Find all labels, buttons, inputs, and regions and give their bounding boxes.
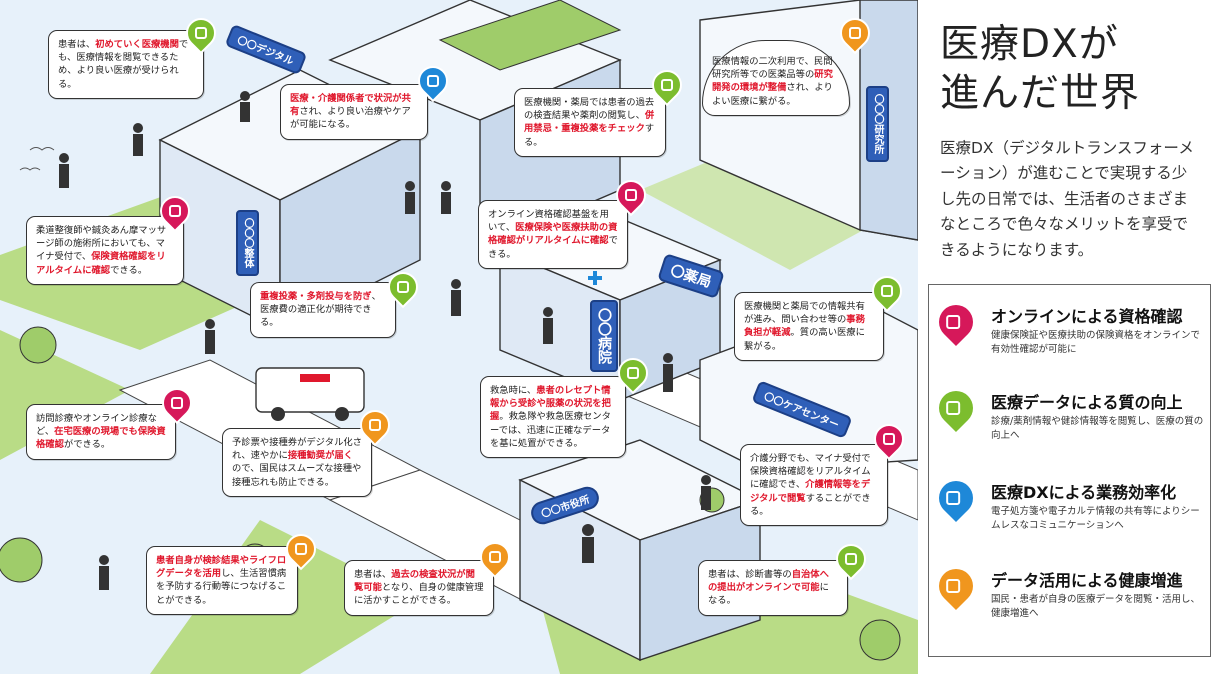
info-bubble-first-visit: 患者は、初めていく医療機関でも、医療情報を閲覧できるため、より良い医療が受けられ… [48, 30, 204, 99]
legend-title: 医療データによる質の向上 [991, 393, 1183, 412]
info-bubble-care-sharing: 医療・介護関係者で状況が共有され、より良い治療やケアが可能になる。 [280, 84, 428, 140]
legend-desc: 国民・患者が自身の医療データを閲覧・活用し、健康増進へ [991, 594, 1201, 619]
network-document-icon [931, 473, 981, 523]
title-line-1: 医療DXが [940, 22, 1119, 67]
legend-title: オンラインによる資格確認 [991, 307, 1183, 326]
legend-desc: 診療/薬剤情報や健診情報等を閲覧し、医療の質の向上へ [991, 416, 1204, 441]
info-bubble-research: 医療情報の二次利用で、民間研究所等での医薬品等の研究開発の環境が整備され、よりよ… [702, 40, 850, 116]
info-bubble-home-care: 訪問診療やオンライン診療など、在宅医療の現場でも保険資格確認ができる。 [26, 404, 176, 460]
health-data-icon [931, 561, 981, 611]
page-title: 医療DXが 進んだ世界 [940, 20, 1140, 118]
info-bubble-test-history: 患者は、過去の検査状況が閲覧可能となり、自身の健康管理に活かすことができる。 [344, 560, 494, 616]
info-bubble-lifelog: 患者自身が検診結果やライフログデータを活用し、生活習慣病を予防する行動等につなげ… [146, 546, 298, 615]
page-description: 医療DX（デジタルトランスフォーメーション）が進むことで実現する少し先の日常では… [940, 139, 1194, 259]
info-bubble-drug-check: 医療機関・薬局では患者の過去の検査結果や薬剤の閲覧し、併用禁忌・重複投薬をチェッ… [514, 88, 666, 157]
info-bubble-judo-clinic: 柔道整復師や鍼灸あん摩マッサージ師の施術所においても、マイナ受付で、保険資格確認… [26, 216, 184, 285]
legend-box: オンラインによる資格確認 健康保険証や医療扶助の保険資格をオンラインで有効性確認… [928, 284, 1211, 657]
legend-title: 医療DXによる業務効率化 [991, 483, 1177, 502]
info-bubble-emergency: 救急時に、患者のレセプト情報から受診や服薬の状況を把握。救急隊や救急医療センター… [480, 376, 626, 458]
info-bubble-vaccination: 予診票や接種券がデジタル化され、速やかに接種勧奨が届くので、国民はスムーズな接種… [222, 428, 372, 497]
id-card-icon [931, 297, 981, 347]
sign-research: 〇〇〇研究所 [866, 86, 889, 162]
legend-title: データ活用による健康増進 [991, 571, 1183, 590]
info-bubble-nursing-care: 介護分野でも、マイナ受付で保険資格確認をリアルタイムに確認でき、介護情報等をデジ… [740, 444, 888, 526]
info-bubble-pharmacy-sharing: 医療機関と薬局での情報共有が進み、問い合わせ等の事務負担が軽減。質の高い医療に繋… [734, 292, 884, 361]
info-bubble-duplicate-medication: 重複投薬・多剤投与を防ぎ、医療費の適正化が期待できる。 [250, 282, 396, 338]
sign-hospital: 〇〇病院 [590, 300, 618, 372]
document-person-icon [931, 383, 981, 433]
legend-desc: 健康保険証や医療扶助の保険資格をオンラインで有効性確認が可能に [991, 330, 1201, 355]
title-line-2: 進んだ世界 [940, 71, 1141, 117]
sign-seikotsu: 〇〇〇整体 [236, 210, 259, 276]
city-illustration: 〇〇デジタル 〇〇〇整体 〇薬局 〇〇病院 〇〇ケアセンター 〇〇市役所 〇〇〇… [0, 0, 918, 674]
info-bubble-online-verification: オンライン資格確認基盤を用いて、医療保険や医療扶助の資格確認がリアルタイムに確認… [478, 200, 628, 269]
legend-desc: 電子処方箋や電子カルテ情報の共有等によりシームレスなコミュニケーションへ [991, 506, 1200, 531]
info-bubble-municipal-submission: 患者は、診断書等の自治体への提出がオンラインで可能になる。 [698, 560, 848, 616]
